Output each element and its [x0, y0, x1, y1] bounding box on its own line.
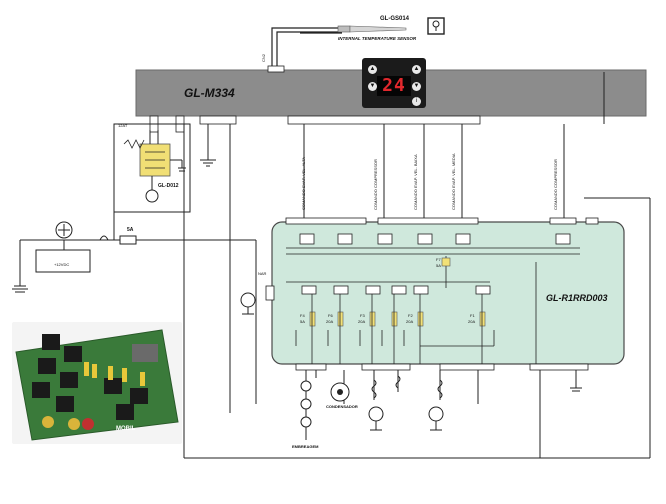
supply-fuse [119, 235, 137, 245]
fuse-f3-rating: 20A [358, 319, 366, 324]
fuse-bank [309, 311, 486, 327]
condenser-fan-icon [330, 382, 350, 402]
relay-board-label: GL-R1RRD003 [546, 293, 608, 303]
supply-fuse-label: 5A [127, 227, 134, 233]
sensor-caption-label: INTERNAL TEMPERATURE SENSOR [338, 36, 417, 41]
fan-motor [240, 292, 256, 308]
fuse-f6-label: F6 [328, 313, 333, 318]
fuse-f4-label: F4 [300, 313, 305, 318]
fuse-f3-label: F3 [360, 313, 365, 318]
command-label-4: COMANDO EVAP. VEL. MEDIA [451, 153, 456, 210]
sensor-model-label: GL-GS014 [380, 16, 410, 22]
command-label-2: COMANDO COMPRESSOR [373, 159, 378, 210]
command-label-3: COMANDO EVAP. VEL. BAIXA [413, 154, 418, 210]
controller-model-label: GL-M334 [184, 86, 235, 100]
controller-connector-label: CN2 [261, 53, 266, 62]
diagnostic-box [113, 123, 191, 213]
fuse-f7-label: F7 [436, 257, 441, 262]
lower-relay-row [301, 285, 491, 295]
up-button[interactable]: ▲ [368, 65, 377, 74]
supply-network [19, 212, 257, 404]
board-connectors [285, 217, 599, 371]
fuse-f2-rating: 20A [406, 319, 414, 324]
info-button[interactable]: i [412, 97, 421, 106]
nar-label: NAR [258, 271, 267, 276]
photo-brand-label: MOBIL [116, 426, 136, 432]
top-relay-row [299, 233, 571, 245]
diagnostic-model-label: GL-D012 [158, 183, 179, 189]
evaporator-fan-icon [368, 406, 444, 422]
fuse-f7-rating: 5A [436, 263, 441, 268]
down-button[interactable]: ▼ [368, 82, 377, 91]
fuse-f1-label: F1 [470, 313, 475, 318]
battery [35, 249, 91, 273]
sensor-plug-icon [427, 17, 445, 35]
controller-display-panel: ▲ ▼ ▲ ▼ i 24 [362, 58, 426, 108]
compressor-clutch [300, 380, 312, 428]
battery-label: +12VDC [54, 262, 70, 267]
down-button-right[interactable]: ▼ [412, 82, 421, 91]
compressor-label: EMBREAGEM [292, 444, 319, 449]
fuse-f2-label: F2 [408, 313, 413, 318]
up-button-right[interactable]: ▲ [412, 65, 421, 74]
command-label-5: COMANDO COMPRESSOR [553, 159, 558, 210]
diagnostic-sensor-tag: 12AT [118, 123, 128, 128]
fuse-f6-rating: 20A [326, 319, 334, 324]
relay-board-photo: MOBIL [12, 322, 182, 444]
command-label-1: COMANDO EVAP. VEL. ALTA [301, 156, 306, 210]
temperature-sensor-probe [337, 25, 407, 33]
condenser-label: CONDENSADOR [326, 404, 358, 409]
temperature-display: 24 [377, 76, 411, 96]
fuse-f4-rating: 5A [300, 319, 305, 324]
fuse-f1-rating: 20A [468, 319, 476, 324]
